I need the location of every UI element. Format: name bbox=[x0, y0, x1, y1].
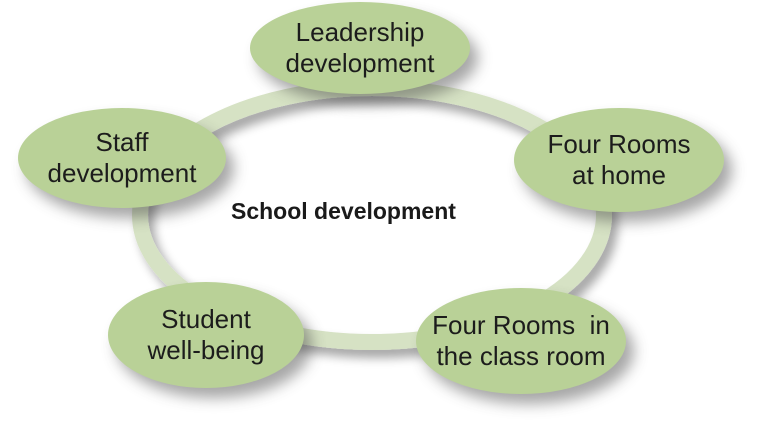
node-label: development bbox=[285, 48, 435, 78]
node-label: Staff bbox=[95, 127, 149, 157]
node-label: the class room bbox=[436, 341, 606, 371]
node-label: Student bbox=[161, 304, 251, 334]
node-student-well-being: Student well-being bbox=[108, 282, 304, 388]
node-label: Four Rooms bbox=[547, 129, 691, 159]
node-label: Leadership bbox=[295, 17, 425, 47]
node-leadership-development: Leadership development bbox=[250, 2, 470, 94]
node-staff-development: Staff development bbox=[18, 108, 226, 208]
node-four-rooms-at-home: Four Rooms at home bbox=[514, 108, 724, 212]
node-label: well-being bbox=[147, 335, 265, 365]
node-label: Four Rooms in bbox=[432, 310, 610, 340]
node-label: development bbox=[47, 158, 197, 188]
node-label: at home bbox=[572, 160, 666, 190]
center-title: School development bbox=[231, 198, 456, 224]
node-four-rooms-classroom: Four Rooms in the class room bbox=[416, 288, 626, 394]
